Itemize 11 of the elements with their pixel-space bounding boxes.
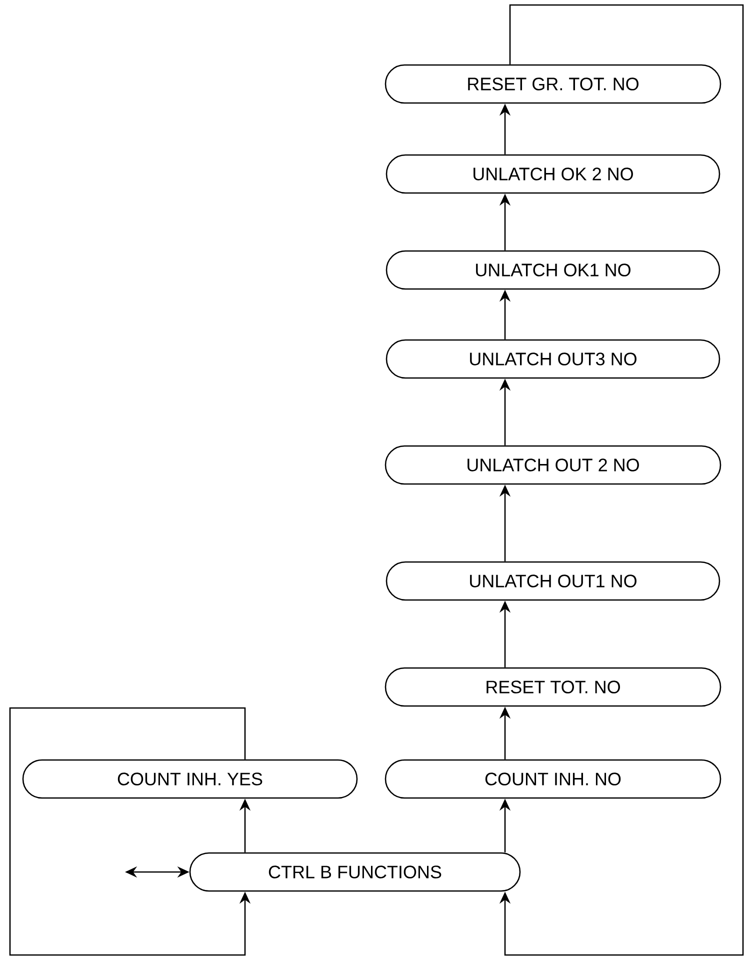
rounded-box: UNLATCH OUT1 NO (386, 561, 720, 601)
rounded-box: COUNT INH. YES (22, 759, 358, 799)
rounded-box: RESET GR. TOT. NO (384, 64, 722, 104)
rounded-box: UNLATCH OK1 NO (386, 250, 720, 290)
rounded-box: COUNT INH. NO (384, 759, 722, 799)
arrow (499, 4, 744, 956)
rounded-box: UNLATCH OK 2 NO (386, 154, 720, 194)
rounded-box: RESET TOT. NO (384, 667, 722, 707)
rounded-box: CTRL B FUNCTIONS (189, 852, 521, 892)
rounded-box: UNLATCH OUT3 NO (386, 339, 720, 379)
rounded-box: UNLATCH OUT 2 NO (384, 445, 722, 485)
